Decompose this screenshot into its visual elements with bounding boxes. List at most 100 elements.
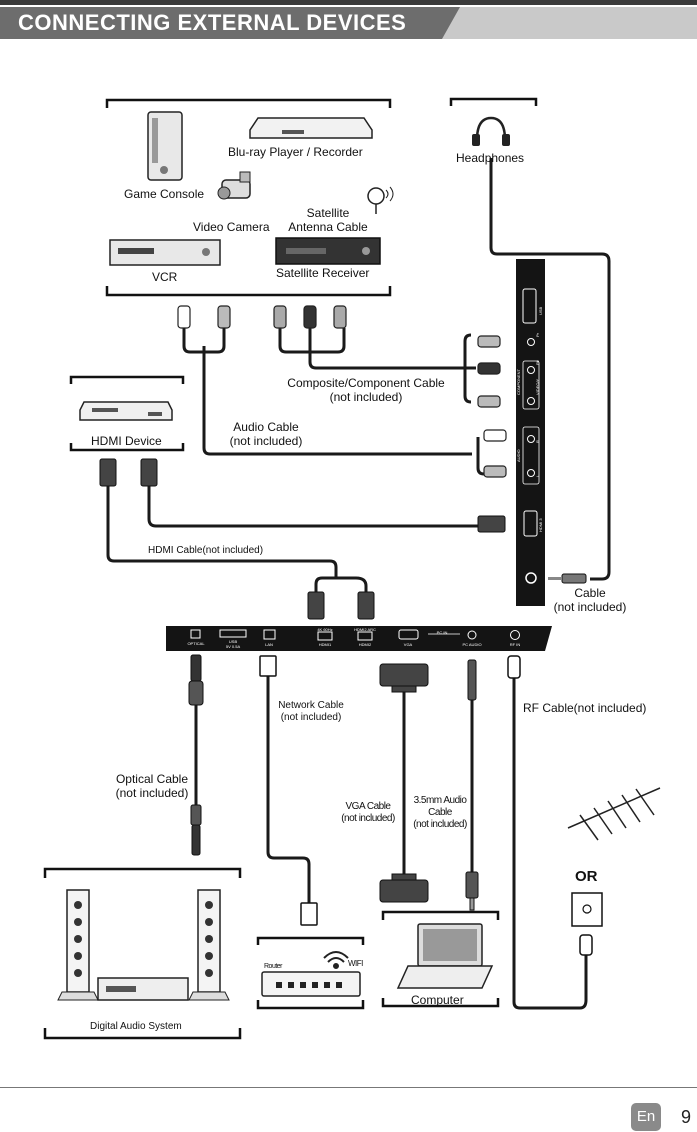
side-label-l: L	[535, 474, 540, 477]
label-vga-cable: VGA Cable (not included)	[341, 801, 395, 824]
label-digital-audio-system: Digital Audio System	[90, 1021, 182, 1032]
port-label-hdmi1-top: 4K 60Hz	[317, 627, 333, 632]
page-title: CONNECTING EXTERNAL DEVICES	[18, 10, 407, 35]
antenna	[567, 787, 661, 841]
cable-lines	[106, 158, 611, 1010]
footer-rule	[0, 1087, 697, 1088]
label-network-cable: Network Cable (not included)	[278, 700, 344, 723]
tv-bottom-panel	[166, 626, 552, 651]
satellite-dish-illustration	[367, 186, 394, 214]
rca-plug-white	[177, 305, 191, 329]
pb-jack	[527, 366, 535, 374]
top-bracket-top	[105, 98, 392, 108]
page-number: 9	[681, 1107, 692, 1127]
hdmi-plugs	[99, 458, 506, 620]
rca-plugs-side	[477, 335, 507, 478]
label-router: Router	[264, 963, 283, 970]
router-bracket-bottom	[256, 1000, 365, 1010]
side-label-audio: AUDIO	[516, 449, 521, 462]
headphone-jack-plug	[548, 573, 587, 584]
lan-port	[263, 629, 276, 640]
port-label-hdmi1: HDMI1	[318, 642, 332, 647]
headphone-jack	[525, 572, 537, 584]
label-headphones: Headphones	[456, 151, 525, 165]
port-label-pc-audio: PC AUDIO	[462, 642, 482, 647]
headphones-illustration	[472, 116, 510, 146]
audio-receiver-illustration	[97, 977, 189, 1001]
or-label: OR	[575, 868, 598, 885]
label-video-camera: Video Camera	[193, 220, 270, 234]
label-optical-cable: Optical Cable (not included)	[115, 772, 189, 800]
wall-socket	[571, 892, 603, 927]
hdmi-device-bracket-bottom	[69, 443, 185, 452]
hdmi2-port	[357, 631, 373, 641]
network-cable	[266, 676, 311, 903]
port-label-hdmi2: HDMI2	[358, 642, 372, 647]
rf-plugs	[507, 655, 593, 956]
label-rf-cable: RF Cable(not included)	[523, 701, 647, 715]
vga-port	[398, 629, 419, 640]
label-vcr: VCR	[152, 270, 178, 284]
port-label-optical: OPTICAL	[187, 641, 205, 646]
pr-jack	[527, 338, 535, 346]
label-bluray: Blu-ray Player / Recorder	[228, 145, 363, 159]
label-satellite-antenna-cable: Satellite Antenna Cable	[288, 206, 368, 234]
side-usb-port	[522, 288, 537, 324]
hdmi-bottom-split	[314, 576, 368, 592]
speaker-right-illustration	[188, 889, 230, 1001]
hdmi-bottom-cable-1	[106, 486, 338, 578]
port-label-hdmi2-top: HDMI2 ARC	[354, 627, 376, 632]
video-camera-illustration	[217, 171, 251, 200]
side-label-video-y: VIDEO/Y	[535, 378, 540, 395]
optical-plugs	[188, 654, 204, 856]
headphones-bracket	[449, 97, 538, 106]
rca-plugs-top	[177, 305, 347, 329]
port-label-usb: USB	[228, 639, 238, 644]
side-label-pr: Pr	[535, 333, 540, 337]
wifi-icon	[323, 951, 349, 969]
hdmi-device-bracket-top	[69, 375, 185, 384]
vga-plugs	[379, 663, 429, 903]
side-label-component: COMPONENT	[516, 369, 521, 395]
laptop-illustration	[396, 923, 494, 989]
router-bracket-top	[256, 936, 365, 945]
label-composite-cable: Composite/Component Cable (not included)	[287, 376, 445, 404]
optical-port	[190, 629, 201, 639]
satellite-receiver-illustration	[275, 237, 381, 265]
audio35-plugs	[465, 659, 479, 911]
game-console-illustration	[147, 111, 183, 181]
tv-side-panel	[516, 259, 545, 606]
usb-port	[219, 629, 247, 638]
computer-bracket-bottom	[381, 998, 500, 1008]
device-group-brackets	[43, 97, 538, 1040]
label-hdmi-device: HDMI Device	[91, 434, 162, 448]
port-label-rf-in: RF IN	[509, 642, 521, 647]
headphones-cable	[489, 158, 611, 581]
pc-audio-port	[467, 630, 477, 640]
router-illustration	[261, 971, 361, 997]
video-y-jack	[527, 397, 535, 405]
port-label-vga: VGA	[403, 642, 413, 647]
vcr-illustration	[109, 239, 221, 266]
audio-l-jack	[527, 469, 535, 477]
port-label-pc-in: PC IN	[436, 630, 448, 635]
side-hdmi3-port	[523, 510, 538, 537]
side-label-pb: Pb	[535, 360, 540, 365]
bluray-illustration	[249, 117, 373, 139]
rca-plug-gray	[217, 305, 231, 329]
composite-cable	[308, 328, 476, 370]
hdmi-side-cable	[147, 486, 478, 528]
section-header-tab	[0, 7, 460, 39]
port-label-usb-sub: 5V 0.5A	[225, 644, 241, 649]
audio-cable	[202, 346, 472, 456]
label-game-console: Game Console	[124, 187, 205, 201]
top-rule	[0, 0, 697, 5]
label-audio35-cable: 3.5mm Audio Cable (not included)	[413, 795, 467, 830]
composite-left-group	[278, 328, 346, 354]
audio-system-bracket-top	[43, 867, 242, 878]
audio-r-jack	[527, 435, 535, 443]
label-satellite-receiver: Satellite Receiver	[276, 266, 370, 280]
audio-system-bracket-bottom	[43, 1028, 242, 1040]
side-label-usb: USB	[538, 306, 543, 315]
